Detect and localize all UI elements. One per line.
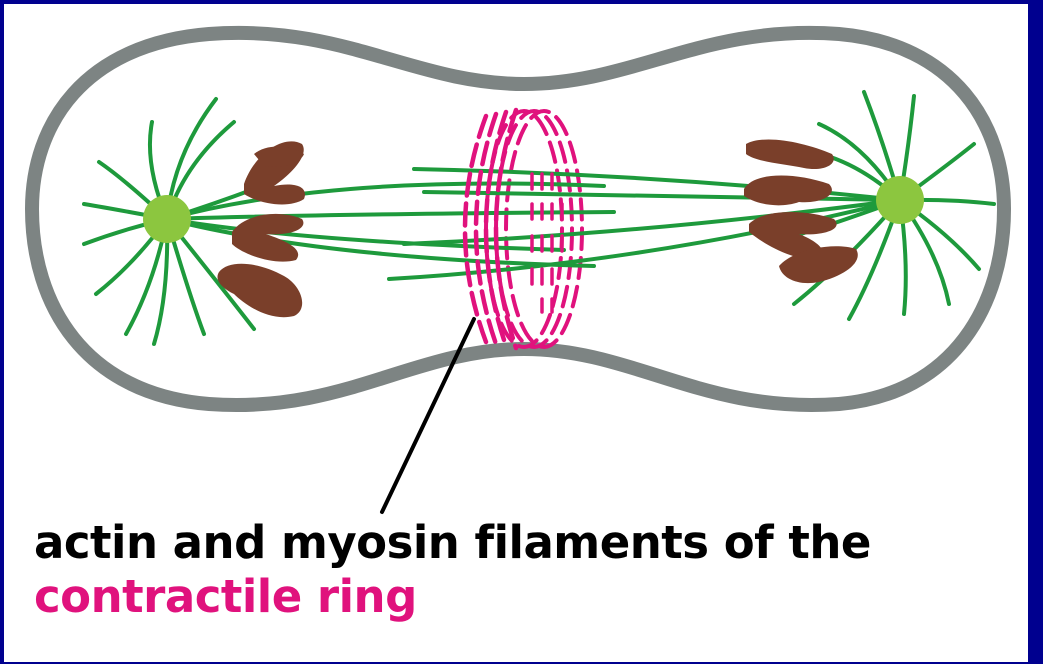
chromosome <box>744 176 832 206</box>
caption-line-1: actin and myosin filaments of the <box>34 517 871 569</box>
caption-line-2-contractile-ring: contractile ring <box>34 571 417 623</box>
chromosome <box>232 214 303 262</box>
figure-frame: actin and myosin filaments of the contra… <box>4 4 1028 662</box>
chromosome <box>217 264 302 317</box>
centrosome-left-icon <box>143 195 191 243</box>
centrosome-right-icon <box>876 176 924 224</box>
cell-division-diagram <box>4 4 1028 524</box>
chromosome <box>746 139 834 169</box>
ring-arc-front-1 <box>465 116 486 342</box>
pointer-line <box>382 319 474 512</box>
contractile-ring <box>486 111 582 347</box>
